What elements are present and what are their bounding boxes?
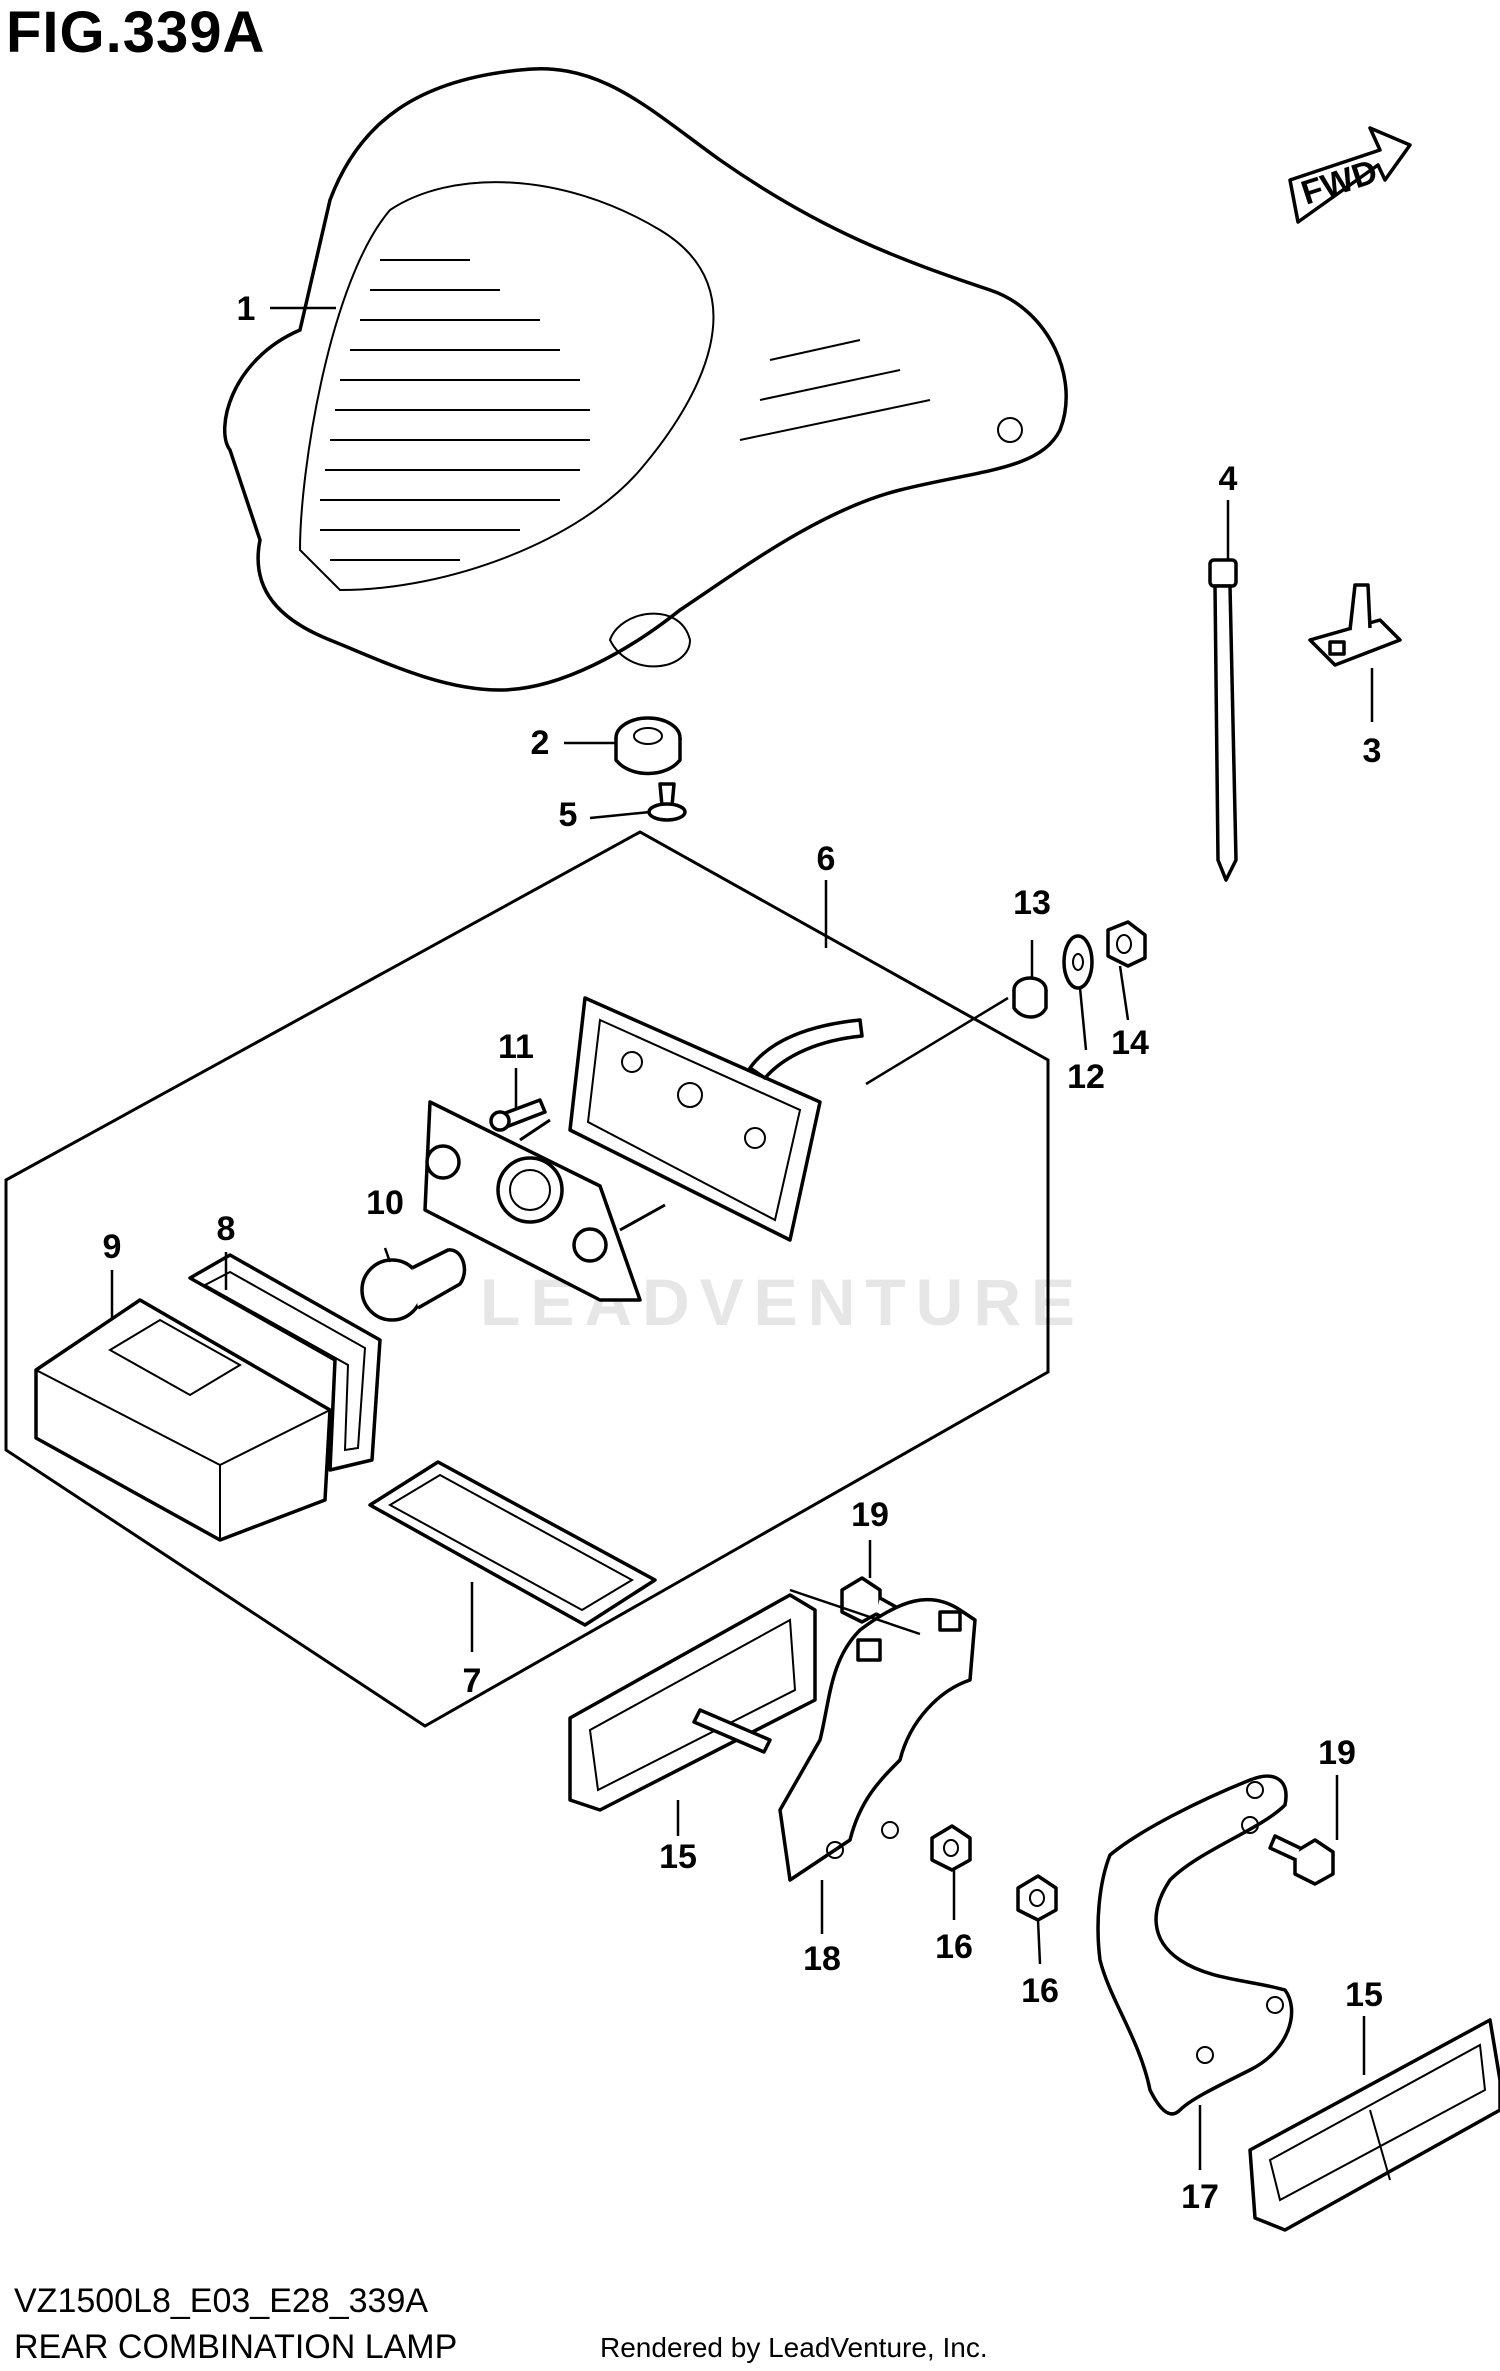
- tail-lamp-housing: [222, 67, 1068, 692]
- assembly-name: REAR COMBINATION LAMP: [14, 2328, 458, 2366]
- clamp: [1308, 583, 1402, 667]
- socket-screw: [489, 1098, 547, 1132]
- lamp-lens: [34, 1298, 332, 1542]
- callout-13: 13: [1013, 884, 1051, 922]
- license-lens: [368, 1460, 657, 1627]
- lens-gasket: [188, 1253, 382, 1472]
- callout-17: 17: [1181, 2178, 1219, 2216]
- callout-leaders: [110, 306, 1374, 2170]
- callout-18: 18: [803, 1940, 841, 1978]
- screw: [647, 782, 687, 822]
- cable-tie: [1208, 558, 1238, 882]
- fwd-arrow-icon: FWD: [1288, 126, 1412, 224]
- callout-7: 7: [463, 1662, 482, 1700]
- callout-19-upper: 19: [851, 1496, 889, 1534]
- callout-12: 12: [1067, 1058, 1105, 1096]
- flange-nut-left: [930, 1824, 972, 1872]
- callout-10: 10: [366, 1184, 404, 1222]
- bracket-bolt-lower: [1268, 1834, 1335, 1886]
- callout-5: 5: [559, 796, 578, 834]
- flange-nut-right: [1016, 1874, 1058, 1922]
- callout-1: 1: [237, 290, 256, 328]
- callout-8: 8: [217, 1210, 236, 1248]
- callout-6: 6: [817, 840, 836, 878]
- reflector-bracket-left: [778, 1597, 977, 1882]
- callout-3: 3: [1363, 732, 1382, 770]
- reflector-left: [568, 1593, 817, 1812]
- grommet: [614, 716, 682, 776]
- callout-16-right: 16: [1021, 1972, 1059, 2010]
- callout-9: 9: [103, 1228, 122, 1266]
- figure-title: FIG.339A: [6, 0, 266, 65]
- spacer: [1012, 976, 1048, 1019]
- washer: [1062, 934, 1094, 990]
- fwd-label: FWD: [1297, 153, 1382, 213]
- callout-2: 2: [531, 724, 550, 762]
- bulb: [360, 1248, 467, 1322]
- callout-15-left: 15: [659, 1838, 697, 1876]
- model-code: VZ1500L8_E03_E28_339A: [14, 2282, 429, 2320]
- nut: [1106, 920, 1147, 968]
- lamp-assembly-frame: [4, 830, 1050, 1728]
- callout-14: 14: [1111, 1024, 1149, 1062]
- callout-19-lower: 19: [1318, 1734, 1356, 1772]
- callout-11: 11: [498, 1028, 534, 1066]
- rendered-by: Rendered by LeadVenture, Inc.: [600, 2332, 988, 2363]
- callout-4: 4: [1219, 460, 1238, 498]
- lamp-socket-assembly: [423, 996, 864, 1302]
- reflector-bracket-right: [1096, 1774, 1294, 2116]
- callout-16-left: 16: [935, 1928, 973, 1966]
- callout-15-right: 15: [1345, 1976, 1383, 2014]
- callouts: 1 2 3 4 5 6 7 8 9 10 11 12 13 14 15 15 1…: [103, 290, 1383, 2216]
- reflector-right: [1248, 2018, 1500, 2232]
